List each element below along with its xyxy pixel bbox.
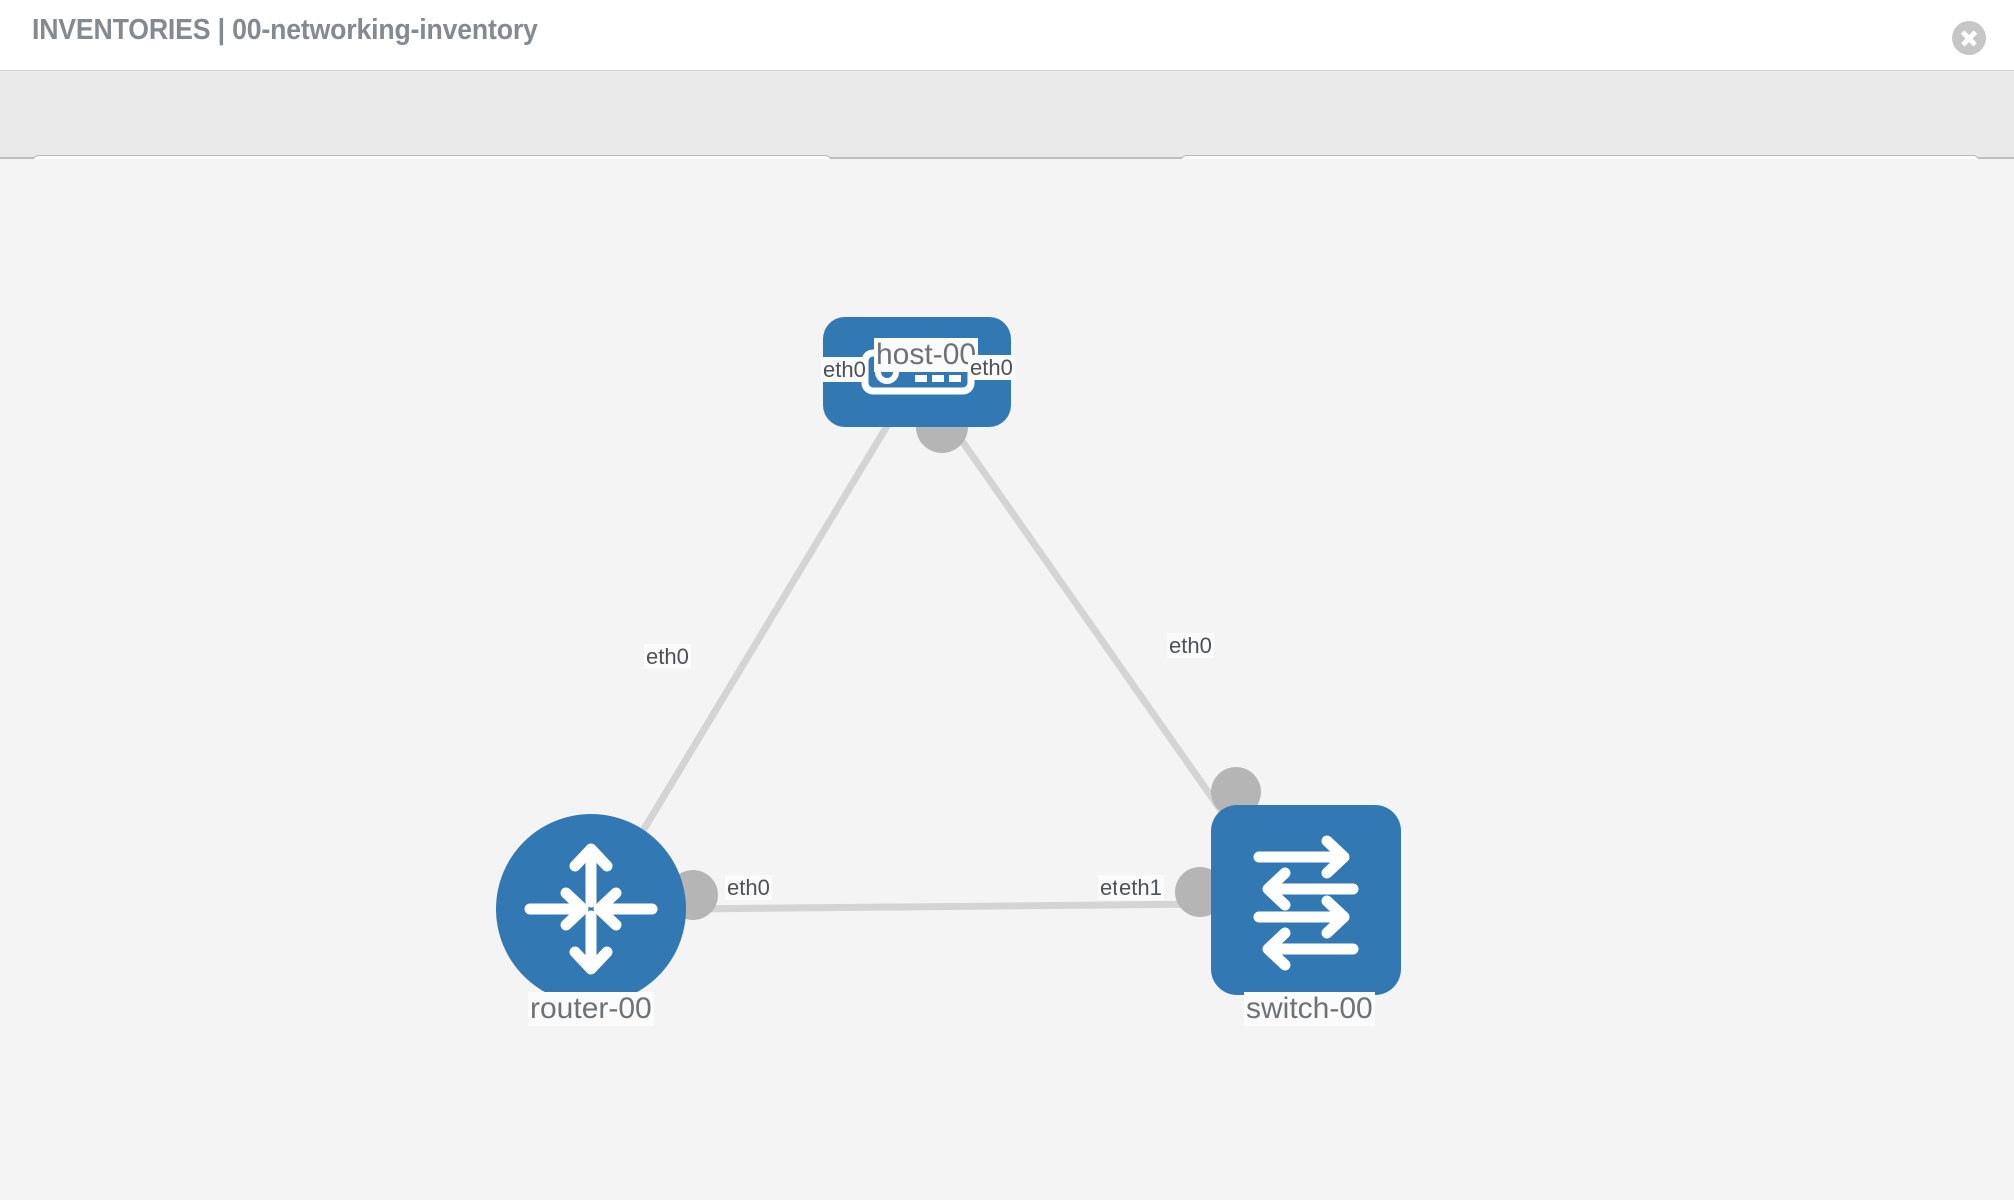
node-switch-00[interactable]: [1211, 805, 1401, 995]
port-label-host-right: eth0: [968, 355, 1015, 381]
port-label-host-left: eth0: [821, 357, 868, 383]
port-switch-top[interactable]: [1211, 767, 1261, 817]
close-icon[interactable]: [1952, 21, 1986, 55]
port-label-router-right: eth0: [725, 875, 772, 901]
port-label-switch-left: eth1: [1117, 875, 1164, 901]
switch-arrows-icon: [1253, 835, 1359, 971]
toolbar: ACTIONS SEARCH: [0, 70, 2014, 203]
router-arrows-icon: [524, 843, 658, 975]
node-label-host-00: host-00: [874, 338, 979, 372]
topology-canvas[interactable]: host-00 router-00 switch-00 eth0 eth0 et…: [0, 159, 2014, 1200]
link-host-router[interactable]: [623, 419, 893, 861]
topology-graph: [623, 401, 1261, 920]
node-label-switch-00: switch-00: [1244, 992, 1375, 1026]
link-host-switch[interactable]: [945, 418, 1258, 862]
page-title: INVENTORIES | 00-networking-inventory: [32, 14, 538, 46]
link-router-switch[interactable]: [685, 900, 1212, 913]
node-router-00[interactable]: [496, 814, 686, 1004]
node-label-router-00: router-00: [528, 992, 654, 1026]
port-label-switch-up: eth0: [1167, 633, 1214, 659]
window-header: INVENTORIES | 00-networking-inventory: [0, 0, 2014, 70]
port-label-router-up: eth0: [644, 644, 691, 670]
